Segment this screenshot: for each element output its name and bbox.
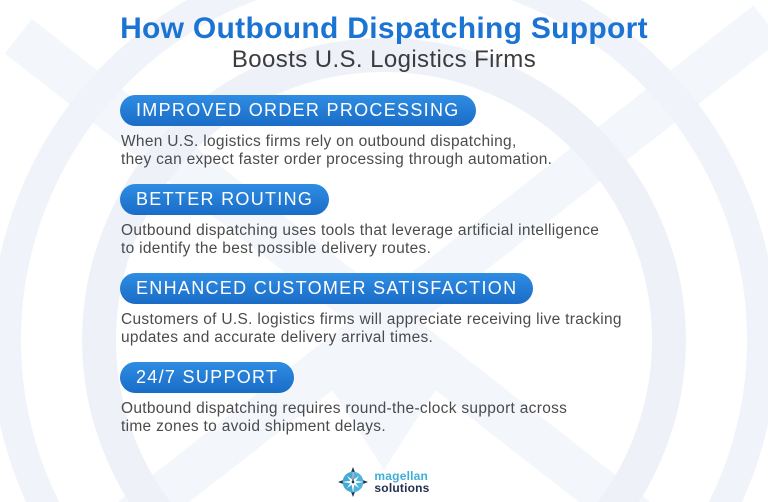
- description-line: they can expect faster order processing …: [121, 151, 553, 168]
- badge-better-routing: BETTER ROUTING: [120, 184, 330, 215]
- page-title: How Outbound Dispatching Support: [120, 12, 648, 45]
- description-24-7-support: Outbound dispatching requires round-the-…: [121, 400, 680, 436]
- description-line: Outbound dispatching uses tools that lev…: [121, 222, 600, 239]
- description-improved-order-processing: When U.S. logistics firms rely on outbou…: [121, 133, 680, 169]
- badge-enhanced-customer-satisfaction: ENHANCED CUSTOMER SATISFACTION: [120, 273, 534, 304]
- description-enhanced-customer-satisfaction: Customers of U.S. logistics firms will a…: [121, 311, 680, 347]
- footer-logo: magellan solutions: [0, 467, 768, 497]
- section-better-routing: BETTER ROUTING Outbound dispatching uses…: [120, 184, 680, 258]
- description-line: Outbound dispatching requires round-the-…: [121, 400, 568, 417]
- description-line: Customers of U.S. logistics firms will a…: [121, 311, 622, 328]
- description-better-routing: Outbound dispatching uses tools that lev…: [121, 222, 680, 258]
- section-24-7-support: 24/7 SUPPORT Outbound dispatching requir…: [120, 362, 680, 436]
- description-line: updates and accurate delivery arrival ti…: [121, 329, 434, 346]
- logo-wordmark: magellan solutions: [374, 470, 429, 494]
- logo-text-solutions: solutions: [374, 481, 430, 495]
- page-subtitle: Boosts U.S. Logistics Firms: [231, 46, 537, 73]
- description-line: When U.S. logistics firms rely on outbou…: [121, 133, 517, 150]
- badge-improved-order-processing: IMPROVED ORDER PROCESSING: [120, 95, 476, 126]
- badge-24-7-support: 24/7 SUPPORT: [120, 362, 295, 393]
- description-line: time zones to avoid shipment delays.: [121, 418, 386, 435]
- header: How Outbound Dispatching Support Boosts …: [0, 12, 768, 74]
- compass-icon: [338, 467, 369, 497]
- section-enhanced-customer-satisfaction: ENHANCED CUSTOMER SATISFACTION Customers…: [120, 273, 680, 347]
- benefit-sections: IMPROVED ORDER PROCESSING When U.S. logi…: [120, 95, 680, 451]
- section-improved-order-processing: IMPROVED ORDER PROCESSING When U.S. logi…: [120, 95, 680, 169]
- description-line: to identify the best possible delivery r…: [121, 240, 432, 257]
